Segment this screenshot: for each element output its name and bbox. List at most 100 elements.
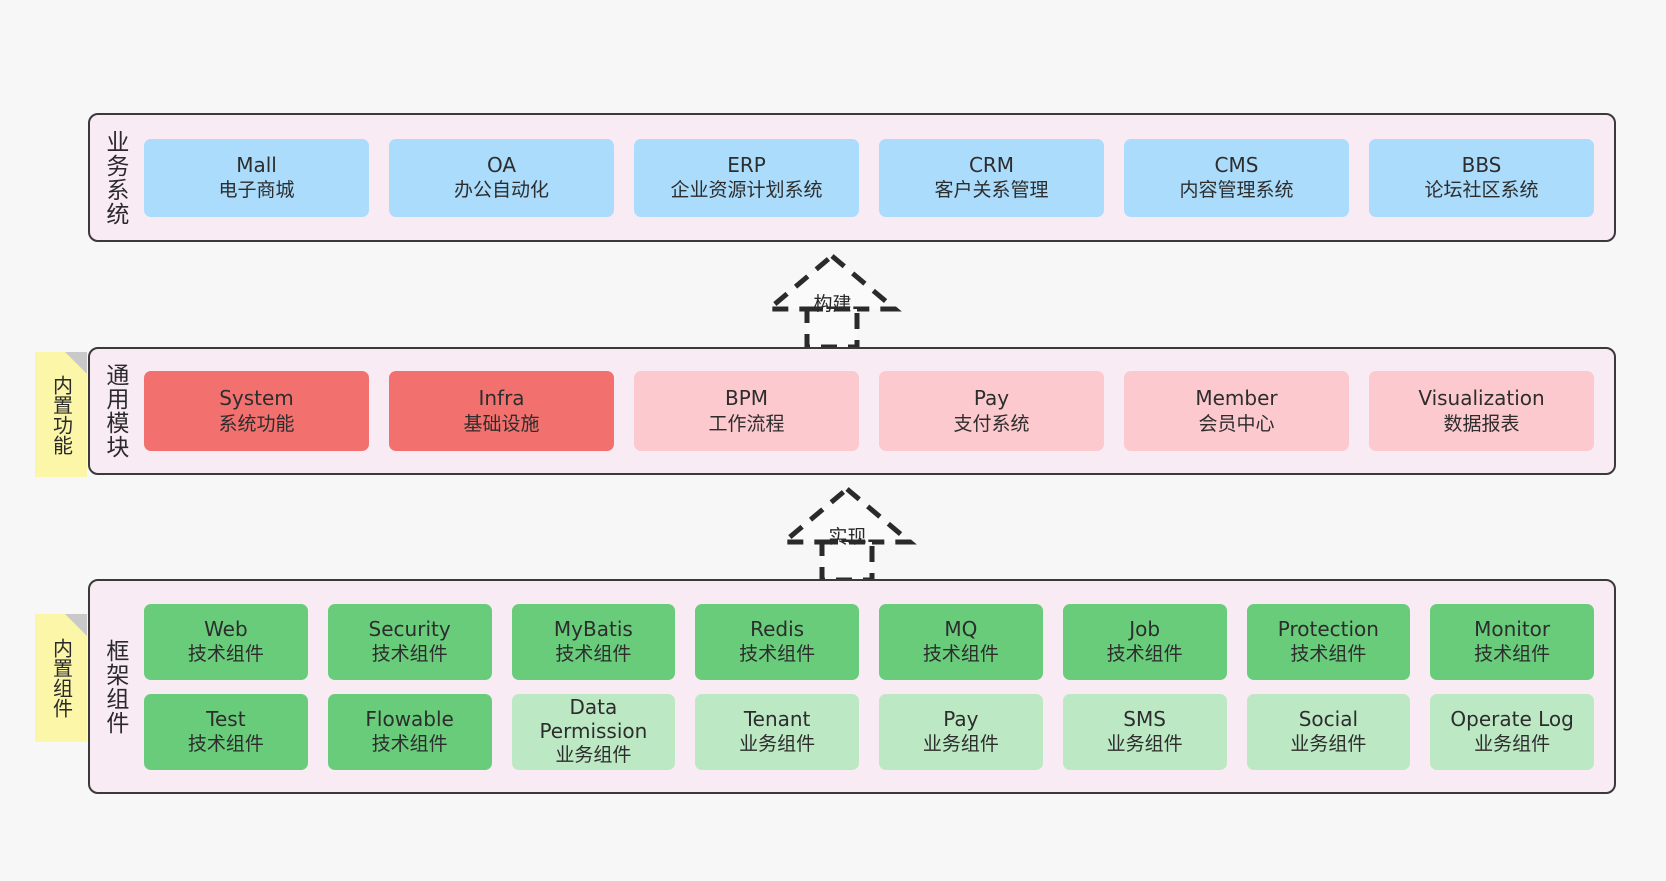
panel-body-framework-component: Web 技术组件 Security 技术组件 MyBatis 技术组件 Redi… (138, 581, 1614, 792)
module-card-data-permission[interactable]: Data Permission 业务组件 (511, 693, 676, 770)
module-card-operate-log[interactable]: Operate Log 业务组件 (1430, 693, 1594, 770)
panel-row: Mall 电子商城 OA 办公自动化 ERP 企业资源计划系统 CRM 客户关系… (144, 138, 1594, 217)
card-subtitle: 内容管理系统 (1179, 179, 1294, 202)
arrow-realize: 实现 (760, 485, 935, 583)
module-card-system[interactable]: System 系统功能 (144, 371, 369, 451)
module-card-tenant[interactable]: Tenant 业务组件 (695, 693, 859, 770)
module-card-cms[interactable]: CMS 内容管理系统 (1124, 138, 1349, 217)
card-subtitle: 技术组件 (739, 643, 816, 666)
card-title: Monitor (1474, 616, 1551, 641)
card-title: Social (1298, 706, 1359, 731)
sticky-note-builtin-components: 内置组件 (35, 614, 87, 742)
card-title: SMS (1123, 706, 1166, 731)
card-subtitle: 技术组件 (371, 733, 448, 756)
card-title: Infra (478, 386, 525, 411)
panel-label-business-system: 业务系统 (101, 129, 128, 226)
panel-common-module: 通用模块 System 系统功能 Infra 基础设施 BPM 工作流程 Pay… (88, 347, 1616, 475)
card-subtitle: 技术组件 (187, 643, 264, 666)
card-subtitle: 技术组件 (1474, 643, 1551, 666)
module-card-infra[interactable]: Infra 基础设施 (389, 371, 614, 451)
module-card-monitor[interactable]: Monitor 技术组件 (1430, 603, 1594, 680)
card-title: System (219, 386, 294, 411)
module-card-job[interactable]: Job 技术组件 (1062, 603, 1227, 680)
card-subtitle: 支付系统 (953, 412, 1030, 435)
card-subtitle: 技术组件 (922, 643, 999, 666)
card-title: ERP (727, 152, 766, 177)
card-subtitle: 业务组件 (1106, 733, 1183, 756)
card-title: Tenant (743, 706, 811, 731)
generalization-arrow-icon (777, 485, 917, 583)
module-card-mybatis[interactable]: MyBatis 技术组件 (511, 603, 676, 680)
card-title: CRM (968, 152, 1015, 177)
card-subtitle: 电子商城 (218, 179, 295, 202)
card-title: Web (204, 616, 248, 641)
module-card-erp[interactable]: ERP 企业资源计划系统 (634, 138, 859, 217)
card-title: Pay (973, 386, 1010, 411)
module-card-bbs[interactable]: BBS 论坛社区系统 (1369, 138, 1594, 217)
card-subtitle: 技术组件 (1106, 643, 1183, 666)
card-title: Test (206, 706, 246, 731)
card-subtitle: 办公自动化 (453, 179, 549, 202)
module-card-redis[interactable]: Redis 技术组件 (695, 603, 859, 680)
card-subtitle: 技术组件 (1290, 643, 1367, 666)
card-subtitle: 业务组件 (555, 744, 632, 767)
page-fold-icon (65, 352, 87, 374)
card-title: Mall (236, 152, 277, 177)
card-subtitle: 业务组件 (922, 733, 999, 756)
card-subtitle: 论坛社区系统 (1424, 179, 1539, 202)
panel-framework-component: 框架组件 Web 技术组件 Security 技术组件 MyBatis 技术组件… (88, 579, 1616, 794)
module-card-oa[interactable]: OA 办公自动化 (389, 138, 614, 217)
panel-body-common-module: System 系统功能 Infra 基础设施 BPM 工作流程 Pay 支付系统… (138, 349, 1614, 473)
module-card-bpm[interactable]: BPM 工作流程 (634, 371, 859, 451)
card-title: BBS (1461, 152, 1502, 177)
card-subtitle: 业务组件 (1290, 733, 1367, 756)
card-title: Job (1129, 616, 1161, 641)
panel-row: Test 技术组件 Flowable 技术组件 Data Permission … (144, 693, 1594, 770)
module-card-security[interactable]: Security 技术组件 (327, 603, 492, 680)
card-subtitle: 工作流程 (708, 412, 785, 435)
module-card-sms[interactable]: SMS 业务组件 (1062, 693, 1227, 770)
module-card-social[interactable]: Social 业务组件 (1246, 693, 1411, 770)
module-card-visualization[interactable]: Visualization 数据报表 (1369, 371, 1594, 451)
panel-row: Web 技术组件 Security 技术组件 MyBatis 技术组件 Redi… (144, 603, 1594, 680)
panel-body-business-system: Mall 电子商城 OA 办公自动化 ERP 企业资源计划系统 CRM 客户关系… (138, 115, 1614, 240)
module-card-pay-business[interactable]: Pay 业务组件 (879, 693, 1043, 770)
module-card-test[interactable]: Test 技术组件 (144, 693, 308, 770)
module-card-protection[interactable]: Protection 技术组件 (1246, 603, 1411, 680)
card-title: OA (486, 152, 517, 177)
card-subtitle: 技术组件 (371, 643, 448, 666)
module-card-web[interactable]: Web 技术组件 (144, 603, 308, 680)
card-title: Redis (750, 616, 805, 641)
card-title: BPM (724, 386, 769, 411)
card-subtitle: 客户关系管理 (934, 179, 1049, 202)
card-title: CMS (1214, 152, 1259, 177)
card-title: Operate Log (1450, 706, 1574, 731)
module-card-member[interactable]: Member 会员中心 (1124, 371, 1349, 451)
card-subtitle: 系统功能 (218, 412, 295, 435)
module-card-mq[interactable]: MQ 技术组件 (879, 603, 1043, 680)
card-title: Security (368, 616, 451, 641)
panel-row: System 系统功能 Infra 基础设施 BPM 工作流程 Pay 支付系统… (144, 371, 1594, 451)
card-subtitle: 企业资源计划系统 (670, 179, 823, 202)
page-fold-icon (65, 614, 87, 636)
module-card-flowable[interactable]: Flowable 技术组件 (327, 693, 492, 770)
card-subtitle: 业务组件 (1474, 733, 1551, 756)
module-card-mall[interactable]: Mall 电子商城 (144, 138, 369, 217)
panel-label-framework-component: 框架组件 (101, 638, 128, 735)
card-title: Visualization (1418, 386, 1545, 411)
card-subtitle: 基础设施 (463, 412, 540, 435)
arrow-build: 构建 (745, 252, 920, 350)
card-title: MyBatis (553, 616, 633, 641)
card-title: MQ (944, 616, 978, 641)
module-card-pay[interactable]: Pay 支付系统 (879, 371, 1104, 451)
card-title: Pay (943, 706, 979, 731)
sticky-note-label: 内置功能 (49, 374, 74, 455)
card-title: Data Permission (539, 695, 648, 744)
card-subtitle: 业务组件 (739, 733, 816, 756)
sticky-note-builtin-functions: 内置功能 (35, 352, 87, 477)
card-title: Member (1195, 386, 1278, 411)
module-card-crm[interactable]: CRM 客户关系管理 (879, 138, 1104, 217)
card-subtitle: 技术组件 (555, 643, 632, 666)
card-title: Flowable (365, 706, 454, 731)
